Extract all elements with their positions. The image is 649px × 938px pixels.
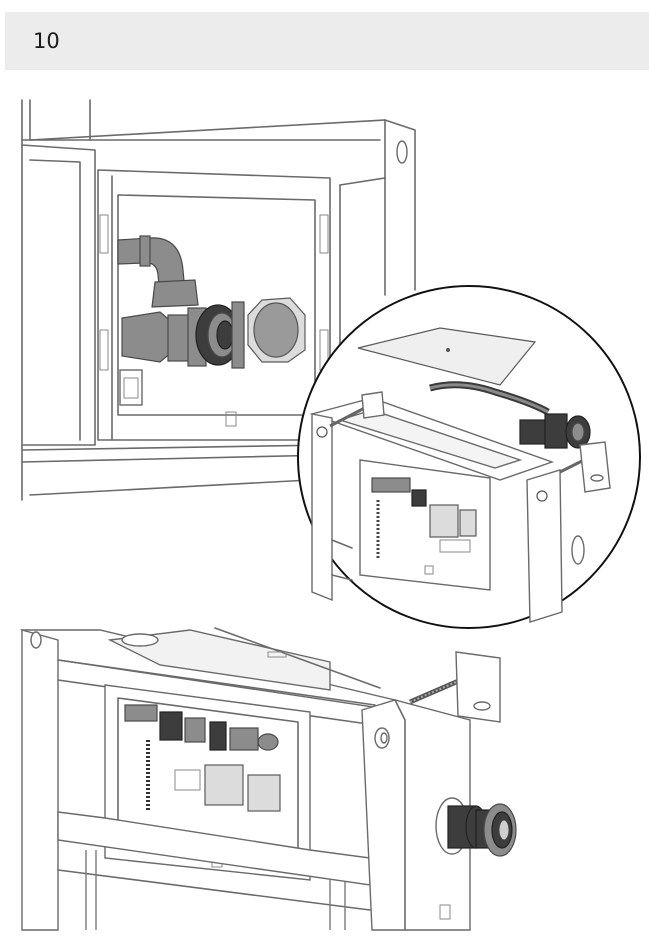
step-header: 10 [5, 12, 649, 70]
step-number: 10 [33, 29, 60, 53]
magnified-frame-detail-illustration [297, 285, 641, 629]
frame-with-side-outlet-illustration [20, 627, 517, 931]
wall-flush-valve-connection-illustration [21, 99, 416, 501]
